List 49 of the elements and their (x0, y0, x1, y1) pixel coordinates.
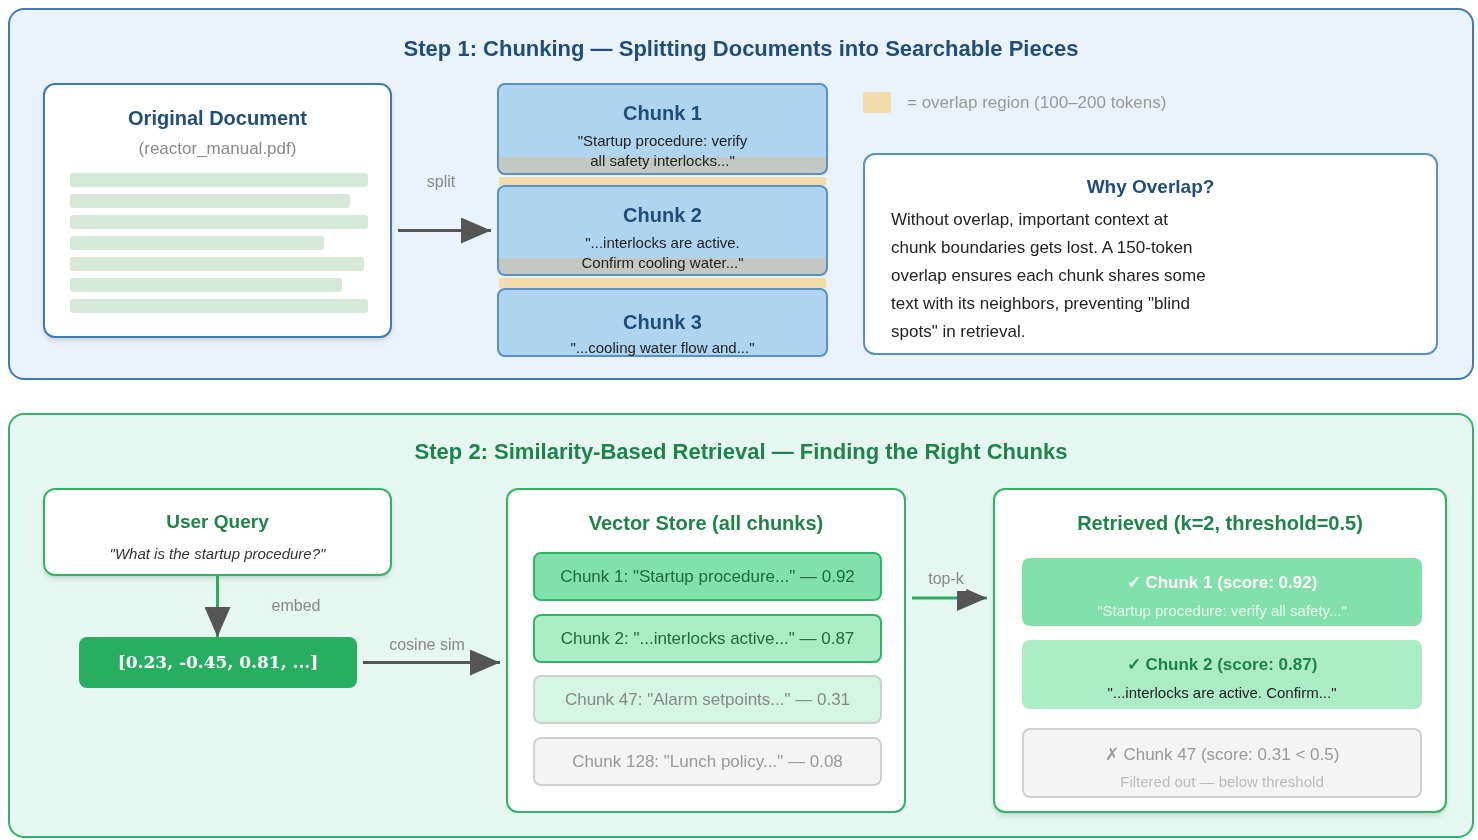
card-title: Vector Store (all chunks) (587, 511, 825, 536)
row-text: Chunk 1: "Startup procedure..." — 0.92 (560, 565, 855, 588)
query-text: "What is the startup procedure?" (108, 543, 327, 564)
card-title: Original Document (127, 106, 308, 131)
result-title: ✓ Chunk 1 (score: 0.92) (1125, 572, 1319, 594)
result-title: ✗ Chunk 47 (score: 0.31 < 0.5) (1103, 744, 1341, 766)
result-card (1022, 640, 1422, 709)
result-excerpt: "...interlocks are active. Confirm..." (1106, 682, 1338, 703)
query-card (43, 488, 392, 576)
arrow (204, 576, 231, 637)
row-text: Chunk 128: "Lunch policy..." — 0.08 (572, 750, 843, 773)
chunk-card (497, 288, 828, 357)
card-title: Retrieved (k=2, threshold=0.5) (1076, 511, 1364, 536)
note-text: Without overlap, important context at chunk boundaries gets lost. A 150-token overlap ensures each chunk shares some text with its neighbors, preventing "blind spots" in retrieval. (891, 208, 1207, 343)
step-panel (8, 413, 1474, 838)
arrow (398, 217, 491, 244)
chunk-title: Chunk 1 (622, 101, 703, 125)
retrieved-card (993, 488, 1447, 813)
row-text: Chunk 2: "...interlocks active..." — 0.87 (560, 627, 855, 650)
chunk-excerpt: "...interlocks are active. Confirm cooling water..." (580, 233, 745, 273)
panel-title: Step 2: Similarity-Based Retrieval — Finding the Right Chunks (413, 438, 1069, 466)
score-row (533, 737, 882, 786)
legend-text: = overlap region (100–200 tokens) (907, 92, 1167, 114)
vector-text: [0.23, -0.45, 0.81, ...] (117, 650, 319, 674)
card-title: User Query (165, 510, 270, 534)
chunk-card (497, 83, 828, 175)
step-panel (8, 8, 1474, 380)
vector-store-card (506, 488, 906, 813)
result-card (1022, 558, 1422, 626)
chunk-excerpt: "...cooling water flow and..." (569, 338, 756, 358)
note-title: Why Overlap? (1085, 175, 1216, 199)
result-excerpt: "Startup procedure: verify all safety..." (1096, 600, 1348, 621)
result-card (1022, 728, 1422, 798)
panel-title: Step 1: Chunking — Splitting Documents into Searchable Pieces (402, 35, 1080, 63)
chunk-title: Chunk 3 (622, 310, 703, 335)
score-row (533, 552, 882, 601)
row-text: Chunk 47: "Alarm setpoints..." — 0.31 (564, 688, 851, 711)
embedding-vector-box (79, 637, 357, 688)
chunk-title: Chunk 2 (622, 203, 703, 227)
score-row (533, 675, 882, 724)
file-name: (reactor_manual.pdf) (137, 138, 298, 160)
score-row (533, 614, 882, 663)
document-card (43, 83, 392, 338)
arrow (363, 649, 500, 676)
result-excerpt: Filtered out — below threshold (1119, 771, 1325, 792)
chunk-card (497, 185, 828, 276)
note-card (863, 153, 1438, 355)
result-title: ✓ Chunk 2 (score: 0.87) (1125, 654, 1319, 676)
chunk-excerpt: "Startup procedure: verify all safety interlocks..." (576, 131, 749, 171)
